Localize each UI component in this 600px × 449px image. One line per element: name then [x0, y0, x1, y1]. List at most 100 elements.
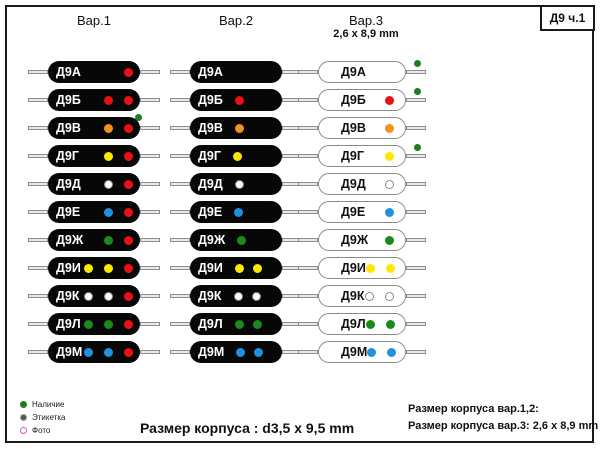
marking-dot-red: [124, 95, 133, 105]
diode-v1: Д9А: [28, 61, 160, 83]
marking-dot-white: [385, 291, 394, 301]
diode-row: Д9Г Д9Г Д9Г: [0, 144, 600, 173]
marking-dots: [84, 319, 140, 329]
diode-body: Д9В: [48, 117, 140, 139]
lead-wire-left: [170, 266, 190, 270]
legend-item-label: Этикетка: [20, 413, 65, 422]
diode-body: Д9Л: [190, 313, 282, 335]
lead-wire-left: [298, 238, 318, 242]
marking-dot-white: [385, 179, 394, 189]
marking-dot-green: [252, 319, 262, 329]
diode-v2: Д9Г: [170, 145, 302, 167]
marking-dots: [84, 291, 140, 301]
diode-v3: Д9Ж: [298, 229, 426, 251]
marking-dot-yellow: [252, 263, 262, 273]
marking-dots: [236, 347, 264, 357]
diode-body: Д9К: [190, 285, 282, 307]
diode-label: Д9Г: [56, 149, 79, 163]
marking-dots: [234, 263, 262, 273]
marking-dot-orange: [234, 123, 244, 133]
marking-dot-blue: [254, 347, 264, 357]
diode-label: Д9К: [198, 289, 222, 303]
diode-body: Д9Г: [48, 145, 140, 167]
marking-dots: [365, 263, 406, 273]
marking-dot-blue: [84, 347, 93, 357]
diode-label: Д9И: [56, 261, 81, 275]
lead-wire-right: [406, 126, 426, 130]
diode-label: Д9Е: [198, 205, 223, 219]
diode-body: Д9В: [190, 117, 282, 139]
diode-label: Д9М: [56, 345, 83, 359]
lead-wire-left: [28, 266, 48, 270]
diode-v3: Д9К: [298, 285, 426, 307]
diode-body: Д9В: [318, 117, 406, 139]
diode-body: Д9Ж: [48, 229, 140, 251]
column-header-var2-label: Вар.2: [219, 13, 253, 28]
diode-v3: Д9Е: [298, 201, 426, 223]
lead-wire-left: [298, 266, 318, 270]
column-header-var3: Вар.3 2,6 x 8,9 mm: [292, 13, 440, 40]
diode-label: Д9Д: [198, 177, 223, 191]
diode-body: Д9К: [48, 285, 140, 307]
column-header-var1-label: Вар.1: [77, 13, 111, 28]
diode-v1: Д9И: [28, 257, 160, 279]
diode-v2: Д9А: [170, 61, 302, 83]
diode-body: Д9Е: [190, 201, 282, 223]
marking-dot-yellow: [84, 263, 93, 273]
diode-body: Д9А: [190, 61, 282, 83]
marking-dot-yellow: [385, 263, 395, 273]
marking-dot-yellow: [385, 151, 394, 161]
diode-label: Д9В: [341, 121, 366, 135]
diode-v3: Д9Л: [298, 313, 426, 335]
legend-label-photo: Фото: [32, 426, 51, 435]
diode-v2: Д9Е: [170, 201, 302, 223]
diode-body: Д9М: [318, 341, 406, 363]
marking-dot-red: [124, 291, 133, 301]
marking-dot-red: [124, 347, 133, 357]
lead-wire-left: [298, 350, 318, 354]
marking-dots: [104, 235, 140, 245]
lead-wire-right: [406, 266, 426, 270]
diode-v1: Д9Б: [28, 89, 160, 111]
marking-dot-yellow: [234, 263, 244, 273]
label-legend-dot-icon: [20, 414, 27, 421]
marking-dot-blue: [385, 207, 394, 217]
diode-body: Д9Б: [48, 89, 140, 111]
marking-dot-blue: [236, 347, 246, 357]
diode-body: Д9И: [190, 257, 282, 279]
diode-v2: Д9В: [170, 117, 302, 139]
marking-dots: [232, 151, 242, 161]
diode-v3: Д9Б: [298, 88, 426, 111]
marking-dot-red: [124, 207, 133, 217]
availability-dot: [414, 88, 421, 95]
marking-dot-green: [104, 319, 113, 329]
diode-v1: Д9Ж: [28, 229, 160, 251]
lead-wire-left: [28, 294, 48, 298]
diode-body: Д9И: [48, 257, 140, 279]
marking-dot-white: [84, 291, 93, 301]
lead-wire-left: [298, 70, 318, 74]
marking-dot-red: [124, 263, 133, 273]
column-header-var2: Вар.2: [170, 13, 302, 28]
marking-dots: [385, 207, 405, 217]
lead-wire-left: [298, 182, 318, 186]
diode-v1: Д9М: [28, 341, 160, 363]
availability-dot: [414, 60, 421, 67]
lead-wire-right: [140, 238, 160, 242]
diode-label: Д9И: [341, 261, 366, 275]
marking-dot-red: [124, 179, 133, 189]
lead-wire-left: [170, 154, 190, 158]
marking-dot-yellow: [365, 263, 375, 273]
marking-dots: [234, 319, 262, 329]
marking-dots: [233, 291, 261, 301]
legend: Наличие Этикетка Фото: [20, 400, 65, 435]
marking-dot-red: [104, 95, 113, 105]
lead-wire-left: [298, 98, 318, 102]
legend-item-photo: Фото: [20, 426, 65, 435]
diode-body: Д9Г: [318, 145, 406, 167]
lead-wire-right: [406, 350, 426, 354]
diode-label: Д9А: [56, 65, 81, 79]
marking-dots: [385, 95, 405, 105]
lead-wire-left: [298, 322, 318, 326]
